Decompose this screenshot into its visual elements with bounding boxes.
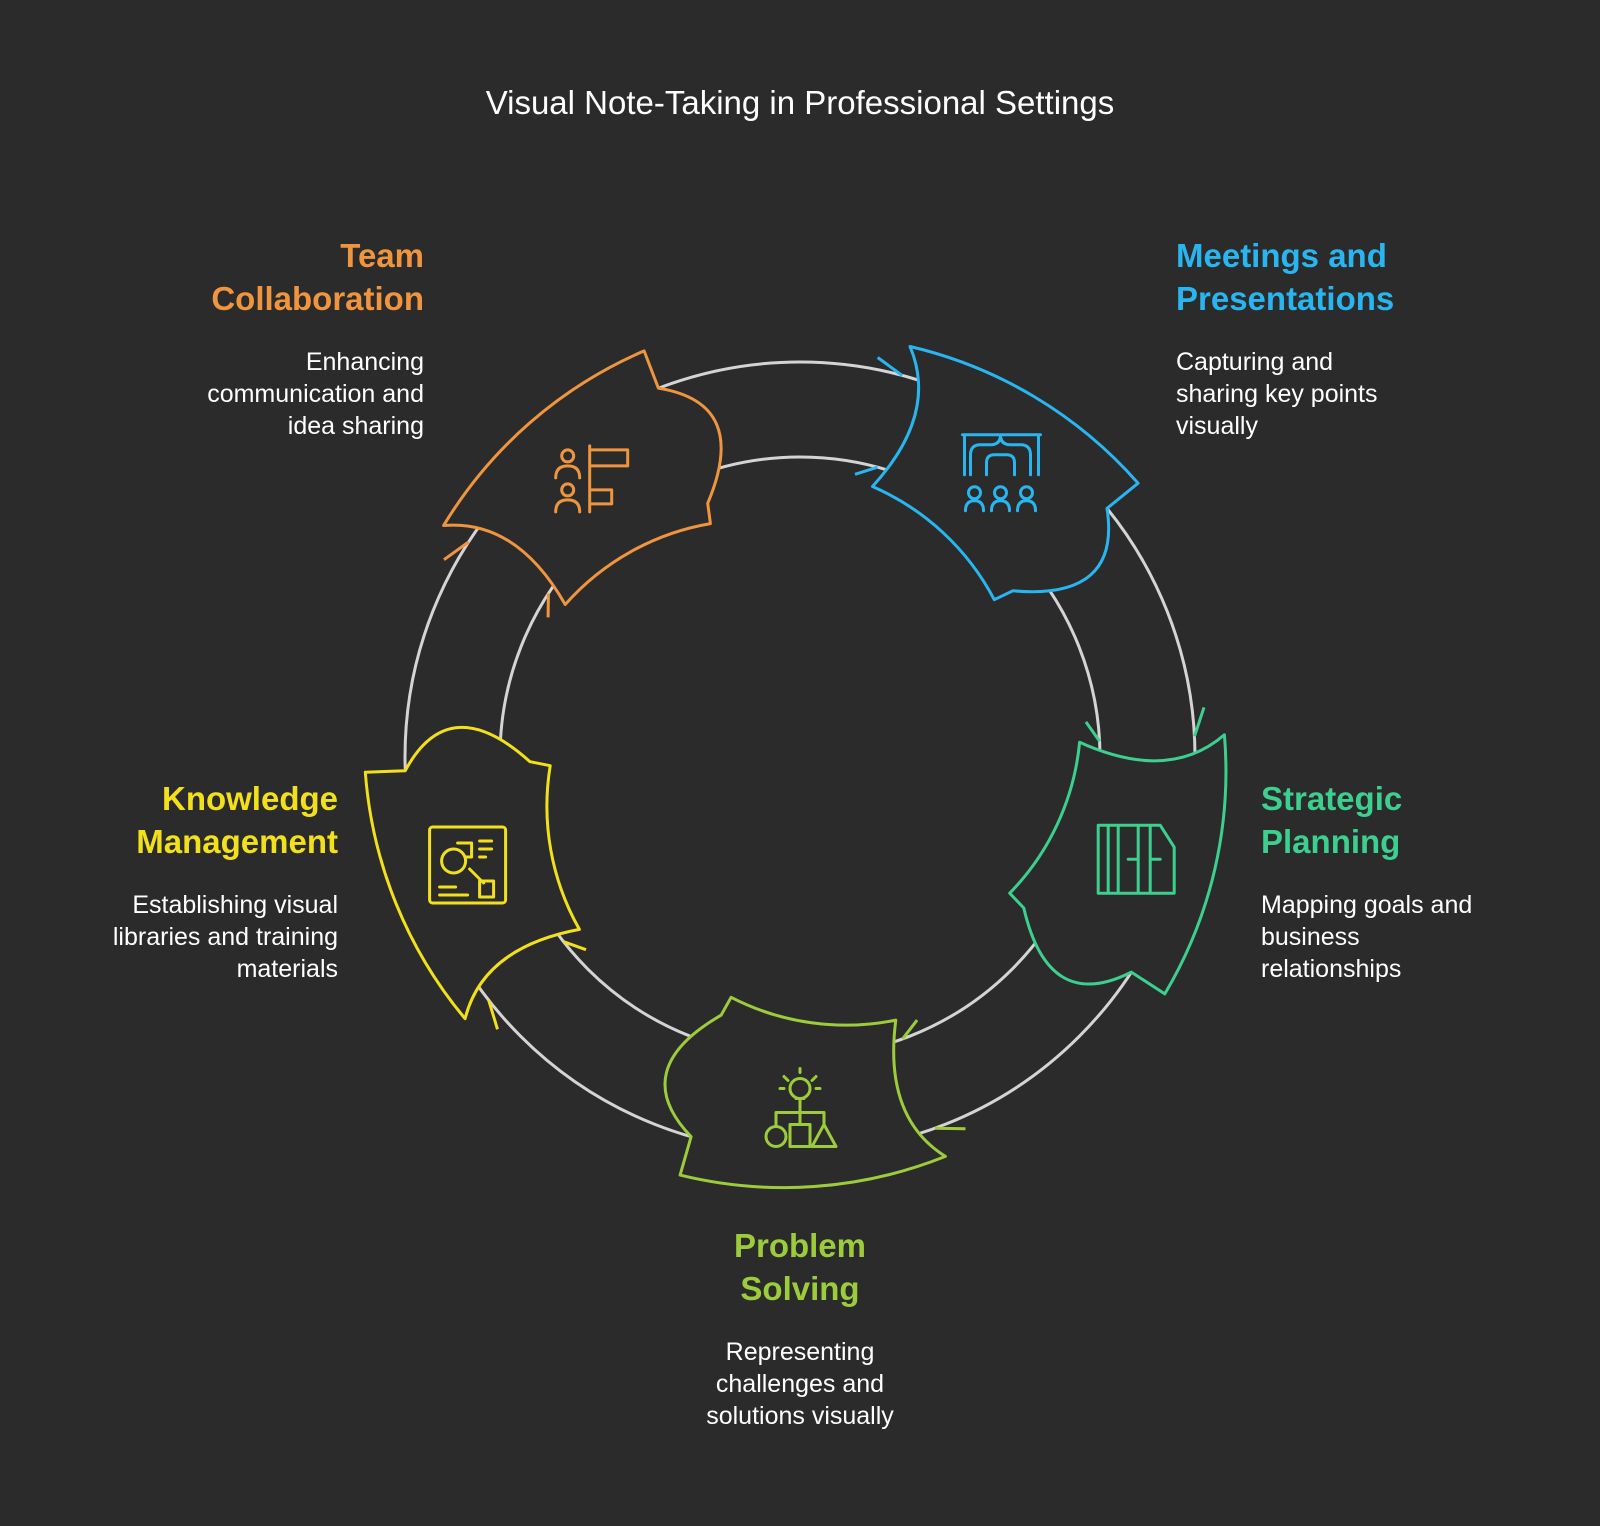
segment-meetings	[854, 345, 1140, 602]
segment-team	[442, 349, 723, 618]
segment-problem	[663, 995, 966, 1190]
presentation-audience-icon	[961, 433, 1042, 513]
knowledge-library-icon	[428, 825, 508, 905]
team-hierarchy-icon	[554, 444, 630, 514]
stage-segments	[363, 345, 1228, 1190]
idea-shapes-icon	[764, 1067, 838, 1148]
stage-icons	[428, 433, 1176, 1148]
page-title: Visual Note-Taking in Professional Setti…	[485, 84, 1115, 121]
strategy-map-icon	[1096, 823, 1176, 895]
